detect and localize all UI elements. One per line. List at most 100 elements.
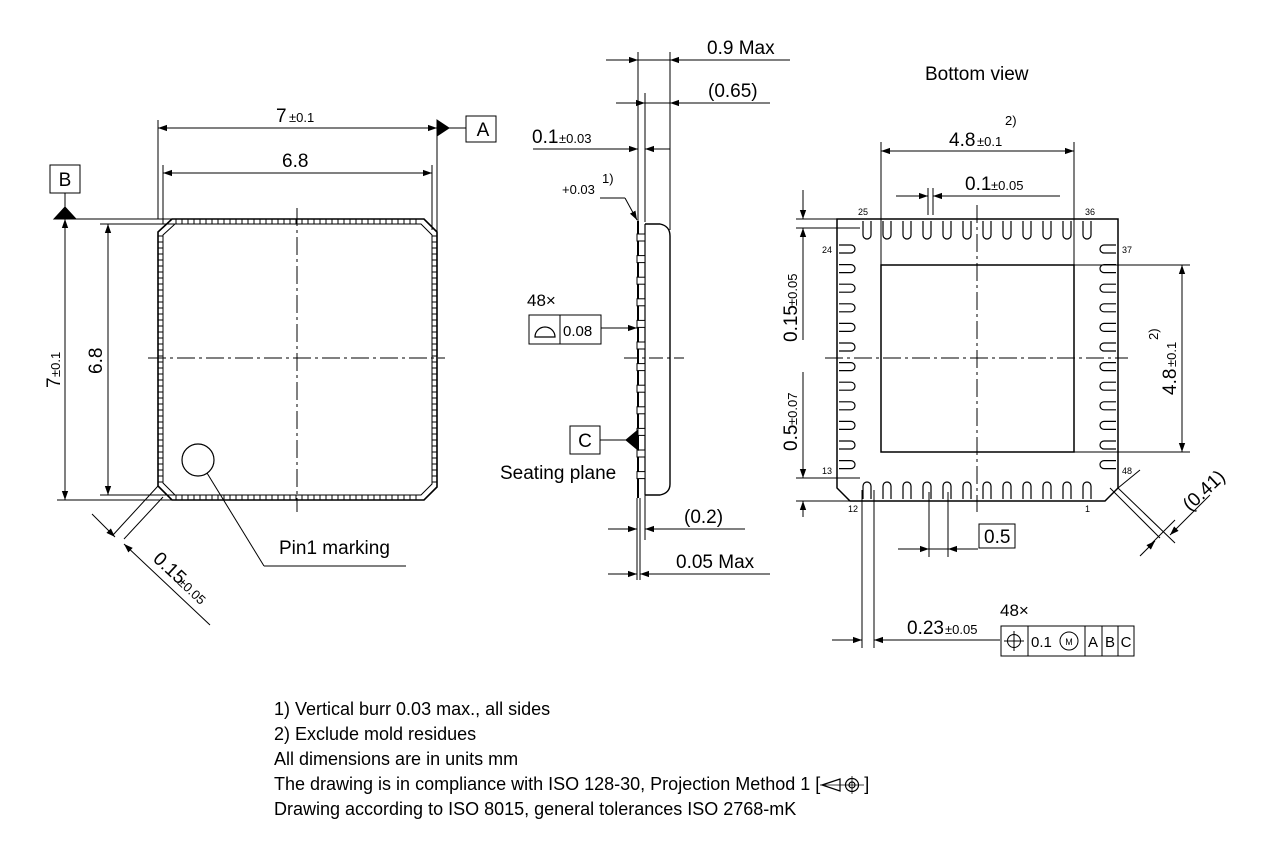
bottom-lead-bottom bbox=[1022, 481, 1032, 499]
lead-gap-tol: ±0.05 bbox=[991, 178, 1023, 193]
width-tol: ±0.1 bbox=[289, 110, 314, 125]
position-datum-c: C bbox=[1121, 634, 1132, 651]
bottom-lead-right bbox=[1099, 401, 1116, 411]
pad-height-tol: ±0.1 bbox=[1164, 342, 1179, 367]
datum-b-label: B bbox=[59, 170, 72, 191]
pad-height-value: 4.8 bbox=[1160, 369, 1181, 395]
corner-label: (0.41) bbox=[1179, 466, 1230, 515]
lead-thickness-tol: ±0.03 bbox=[559, 131, 591, 146]
bottom-lead-left bbox=[839, 460, 856, 470]
side-lead bbox=[636, 471, 646, 480]
side-lead bbox=[636, 319, 646, 328]
note-units: All dimensions are in units mm bbox=[274, 749, 519, 769]
coplanarity-value: 0.08 bbox=[563, 323, 592, 340]
height-max-label: 0.9 Max bbox=[707, 38, 775, 59]
bottom-lead-bottom bbox=[942, 481, 952, 499]
lead-thickness-value: 0.1 bbox=[532, 127, 558, 148]
bottom-lead-bottom bbox=[882, 481, 892, 499]
side-leads bbox=[636, 233, 646, 480]
note-projection-text: The drawing is in compliance with ISO 12… bbox=[274, 774, 821, 794]
side-lead bbox=[636, 276, 646, 285]
package-outline bbox=[157, 218, 438, 501]
lead-width-value: 0.23 bbox=[907, 618, 944, 639]
height-tol: ±0.1 bbox=[48, 352, 63, 377]
coplanarity-count: 48× bbox=[527, 291, 556, 310]
side-lead bbox=[636, 406, 646, 415]
pin-label-25: 25 bbox=[858, 207, 868, 217]
pin1-marking bbox=[181, 443, 215, 477]
bottom-lead-bottom bbox=[1062, 481, 1072, 499]
bottom-lead-bottom bbox=[922, 481, 932, 499]
bottom-lead-top bbox=[1062, 221, 1072, 240]
pin-label-36: 36 bbox=[1085, 207, 1095, 217]
bottom-lead-top bbox=[1002, 221, 1012, 240]
bottom-lead-left bbox=[839, 264, 856, 274]
mmc-letter: M bbox=[1065, 637, 1073, 647]
lead-end-value: 0.15 bbox=[781, 305, 802, 342]
body-height-label: (0.65) bbox=[708, 81, 758, 102]
standoff-max-label: 0.05 Max bbox=[676, 552, 755, 573]
seating-plane-label: Seating plane bbox=[500, 463, 616, 484]
pin-label-13: 13 bbox=[822, 466, 832, 476]
note-mold: 2) Exclude mold residues bbox=[274, 724, 477, 744]
top-view bbox=[49, 115, 497, 626]
bottom-lead-right bbox=[1099, 244, 1116, 254]
note-burr: 1) Vertical burr 0.03 max., all sides bbox=[274, 699, 551, 719]
side-lead bbox=[636, 363, 646, 372]
side-lead bbox=[636, 384, 646, 393]
bottom-lead-top bbox=[902, 221, 912, 240]
lead-length-value: 0.5 bbox=[781, 425, 802, 451]
pin-label-12: 12 bbox=[848, 504, 858, 514]
bottom-lead-left bbox=[839, 381, 856, 391]
bottom-lead-left bbox=[839, 362, 856, 372]
bottom-lead-bottom bbox=[982, 481, 992, 499]
bottom-lead-bottom bbox=[1002, 481, 1012, 499]
height-value: 7 bbox=[44, 377, 65, 388]
bottom-lead-top bbox=[962, 221, 972, 240]
bottom-lead-left bbox=[839, 401, 856, 411]
side-lead bbox=[636, 449, 646, 458]
bottom-lead-top bbox=[922, 221, 932, 240]
datum-a-label: A bbox=[477, 120, 490, 141]
side-lead bbox=[636, 233, 646, 242]
lead-teeth bbox=[158, 219, 437, 500]
bottom-lead-left bbox=[839, 244, 856, 254]
bottom-lead-top bbox=[862, 221, 872, 240]
bottom-view-labels: Bottom view 4.8 ±0.1 2) 0.1 ±0.05 0.15 ±… bbox=[781, 64, 1230, 651]
bottom-lead-left bbox=[839, 440, 856, 450]
pad-width-tol: ±0.1 bbox=[977, 134, 1002, 149]
position-datum-a: A bbox=[1088, 634, 1098, 651]
bottom-lead-left bbox=[839, 283, 856, 293]
pitch-basic-box bbox=[978, 523, 1016, 549]
position-tolerance-frame bbox=[1000, 625, 1135, 657]
chamfer-tol: ±0.05 bbox=[175, 574, 209, 607]
bottom-lead-top bbox=[942, 221, 952, 240]
datum-a-triangle bbox=[436, 119, 450, 137]
pin-label-1: 1 bbox=[1085, 504, 1090, 514]
bottom-view-title: Bottom view bbox=[925, 64, 1029, 85]
bottom-lead-left bbox=[839, 420, 856, 430]
note-projection-close: ] bbox=[864, 774, 870, 794]
bottom-lead-bottom bbox=[1082, 481, 1092, 499]
note-tolerances: Drawing according to ISO 8015, general t… bbox=[274, 799, 797, 819]
bottom-lead-right bbox=[1099, 420, 1116, 430]
bottom-leads bbox=[839, 221, 1116, 499]
dim-line-chamfer bbox=[91, 513, 116, 538]
top-view-labels: 7 ±0.1 6.8 7 ±0.1 6.8 A B 0.15 ±0.05 Pin… bbox=[44, 106, 490, 608]
drawing-notes: 1) Vertical burr 0.03 max., all sides 2)… bbox=[274, 697, 869, 822]
bottom-lead-left bbox=[839, 303, 856, 313]
standoff-label: (0.2) bbox=[684, 507, 723, 528]
lead-length-tol: ±0.07 bbox=[785, 393, 800, 425]
position-value: 0.1 bbox=[1031, 634, 1052, 651]
bottom-package-outline bbox=[836, 218, 1119, 502]
note-projection: The drawing is in compliance with ISO 12… bbox=[274, 772, 869, 797]
profile-surface-symbol bbox=[534, 326, 556, 338]
bottom-lead-right bbox=[1099, 322, 1116, 332]
bottom-view bbox=[796, 142, 1211, 657]
bottom-lead-bottom bbox=[962, 481, 972, 499]
mmc-modifier-icon bbox=[1059, 631, 1079, 651]
bottom-lead-right bbox=[1099, 381, 1116, 391]
bottom-lead-right bbox=[1099, 264, 1116, 274]
bottom-lead-top bbox=[1022, 221, 1032, 240]
side-body bbox=[645, 223, 671, 496]
